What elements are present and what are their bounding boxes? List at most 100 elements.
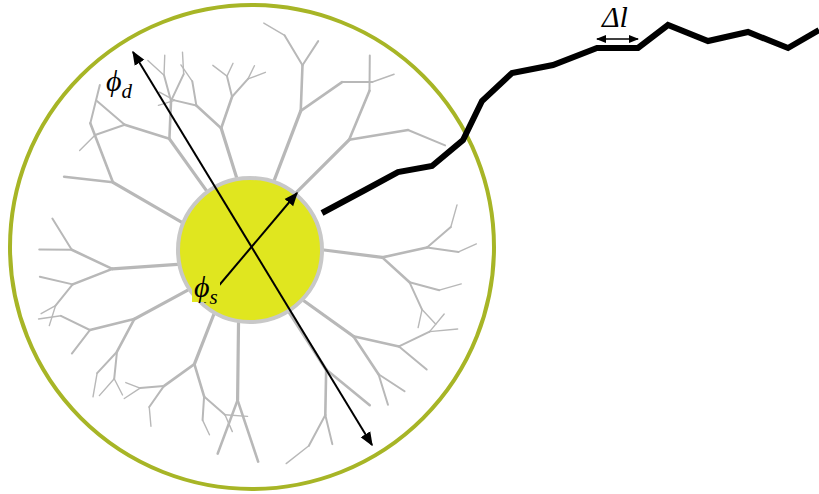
- dendrite-branch: [427, 247, 459, 251]
- dendrite-branch: [302, 41, 318, 65]
- dendrite-branch: [422, 310, 436, 325]
- dendrite-branch: [148, 60, 164, 75]
- dendrite-branch: [410, 282, 422, 309]
- dendrite-branch: [181, 65, 192, 81]
- dendrite-branch: [382, 257, 409, 282]
- dendrite-branch: [286, 446, 309, 464]
- dendrite-branch: [41, 306, 55, 314]
- soma: [178, 178, 322, 322]
- dendrite-branch: [301, 65, 303, 111]
- dendrite-branch: [149, 386, 164, 407]
- dendrite-branch: [418, 310, 422, 328]
- dendrite-branch: [309, 415, 325, 446]
- segment-length: [597, 38, 638, 40]
- dendrite-branch: [90, 85, 100, 123]
- dendrite-branch: [353, 336, 378, 374]
- dendrite-branch: [248, 72, 265, 79]
- dendrite-branch: [227, 76, 232, 97]
- dendrite-branch: [73, 269, 113, 285]
- dendrite-branch: [368, 55, 370, 90]
- dendrite-branch: [39, 249, 71, 251]
- dendrite-branch: [326, 370, 370, 406]
- dendrite-branch: [285, 35, 303, 65]
- dendrite-branch: [164, 364, 195, 386]
- dendrite-branch: [349, 91, 369, 140]
- dendrite-branch: [171, 74, 184, 101]
- dendrite-branch: [163, 55, 165, 75]
- dendrite-branch: [372, 74, 394, 82]
- dendrite-branch: [439, 284, 461, 290]
- dendrite-branch: [64, 177, 113, 183]
- dendrite-branch: [72, 250, 113, 269]
- dendrite-branch: [264, 23, 285, 35]
- dendrite-branch: [97, 352, 117, 373]
- dendrite-branch: [99, 379, 114, 396]
- dendrite-branch: [114, 352, 117, 379]
- dendrite-branch: [221, 97, 232, 128]
- dendrite-branch: [301, 82, 342, 111]
- dendrite-branch: [194, 315, 213, 365]
- dendritic-diameter-label: ϕd: [104, 66, 134, 96]
- dendrite-branch: [451, 205, 457, 227]
- dendrite-branch: [203, 396, 205, 420]
- dendrite-branch: [227, 63, 233, 76]
- dendrite-branch: [274, 111, 300, 180]
- dendrite-branch: [342, 81, 372, 83]
- dendrite-branch: [113, 182, 182, 222]
- axon: [322, 25, 819, 213]
- dendritic-field: [10, 5, 494, 489]
- dendrite-branch: [134, 290, 188, 319]
- dendrite-field-diameter: [133, 52, 372, 445]
- dendrite-branch: [72, 330, 90, 354]
- dendrite-branch: [325, 415, 332, 444]
- dendrite-branch: [93, 373, 97, 397]
- soma-diameter-label: ϕs: [192, 272, 220, 302]
- dendrite-branch: [430, 314, 445, 332]
- dendrite-branch: [399, 346, 427, 369]
- dendrite-branch: [39, 316, 61, 319]
- dendrites: [39, 23, 477, 464]
- segment-length-label: Δl: [600, 2, 630, 32]
- dendrite-branch: [324, 250, 382, 257]
- dendrite-branch: [56, 284, 73, 305]
- dendrite-branch: [40, 277, 73, 285]
- dendrite-branch: [408, 130, 445, 145]
- dendrite-branch: [379, 374, 388, 405]
- dendrite-branch: [296, 140, 349, 193]
- dendrite-branch: [125, 125, 170, 139]
- dendrite-branch: [114, 379, 122, 395]
- dendrite-branch: [218, 400, 238, 453]
- dendrite-branch: [126, 383, 140, 389]
- dendrite-branch: [410, 282, 440, 290]
- dendrite-branch: [204, 396, 225, 414]
- dendrite-branch: [175, 100, 197, 105]
- dendrite-branch: [459, 244, 477, 252]
- dendrite-branch: [112, 264, 177, 268]
- dendrite-branch: [196, 105, 221, 128]
- dendrite-branch: [158, 100, 174, 105]
- dendrite-branch: [97, 101, 124, 125]
- dendrite-branch: [52, 218, 71, 249]
- dendrite-branch: [232, 79, 248, 97]
- dendrite-branch: [213, 65, 227, 76]
- dendrite-branch: [221, 128, 236, 177]
- dendrite-branch: [149, 407, 151, 426]
- dendrite-branch: [182, 52, 183, 74]
- dendrite-branch: [124, 388, 140, 398]
- dendrite-branch: [225, 415, 248, 417]
- dendrite-branch: [382, 247, 427, 257]
- dendrite-branch: [236, 323, 240, 400]
- dendrite-branch: [430, 329, 458, 332]
- dendrite-branch: [95, 125, 125, 135]
- dendrite-branch: [80, 135, 96, 150]
- dendrite-branch: [349, 130, 408, 140]
- dendrite-branch: [399, 332, 430, 347]
- dendrite-branch: [238, 400, 259, 462]
- dendrite-branch: [324, 370, 327, 415]
- dendrite-branch: [140, 386, 164, 388]
- dendrite-branch: [169, 101, 171, 139]
- dendrite-branch: [203, 420, 210, 435]
- dendrite-branch: [225, 415, 232, 432]
- dendrite-branch: [427, 227, 451, 247]
